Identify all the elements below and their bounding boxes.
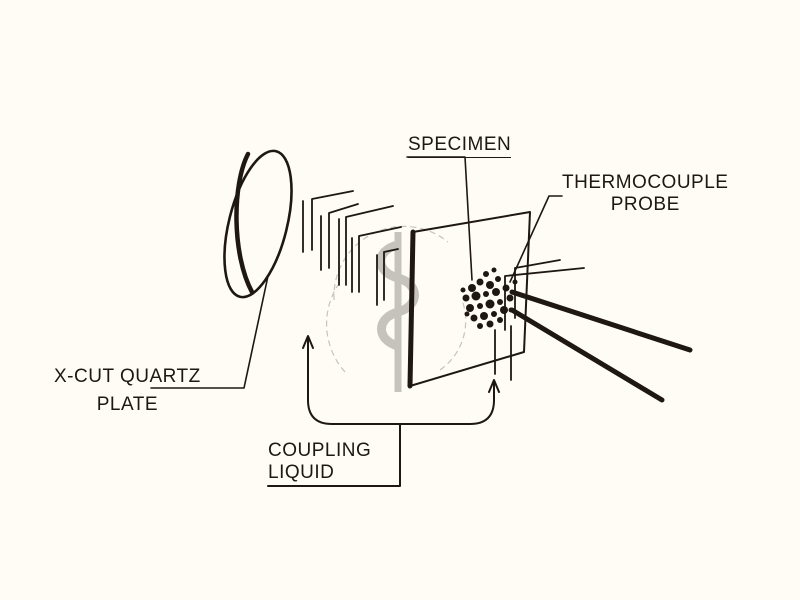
quartz-plate bbox=[223, 149, 293, 299]
specimen-plate-edge bbox=[407, 229, 416, 389]
label-quartz-line2: PLATE bbox=[96, 394, 159, 415]
bracket-5 bbox=[383, 248, 399, 301]
quartz-leader bbox=[150, 275, 269, 389]
label-thermocouple-line2: PROBE bbox=[610, 194, 680, 215]
label-coupling-liquid: COUPLING LIQUID bbox=[268, 440, 371, 484]
label-coupling-line1: COUPLING bbox=[268, 440, 372, 461]
watermark-seal bbox=[325, 225, 467, 392]
bracket-1 bbox=[311, 190, 354, 251]
specimen-sample bbox=[460, 267, 518, 329]
leader-lines bbox=[150, 156, 563, 389]
bracket-3 bbox=[345, 205, 394, 286]
label-coupling-line2: LIQUID bbox=[268, 462, 335, 483]
label-thermocouple-line1: THERMOCOUPLE bbox=[562, 172, 729, 193]
label-quartz-line1: X-CUT QUARTZ bbox=[54, 366, 201, 387]
rear-brackets bbox=[494, 259, 585, 381]
label-thermocouple: THERMOCOUPLE PROBE bbox=[562, 172, 728, 216]
label-quartz-plate: X-CUT QUARTZ PLATE bbox=[54, 366, 201, 416]
bracket-4 bbox=[358, 226, 402, 293]
thermocouple-probe bbox=[509, 289, 693, 403]
specimen-leader bbox=[406, 156, 473, 281]
bracket-2 bbox=[328, 203, 359, 269]
coupling-leader bbox=[267, 423, 401, 487]
coupling-liquid-arrow bbox=[267, 335, 500, 487]
quartz-plate-edge bbox=[234, 151, 255, 295]
electrode-brackets bbox=[302, 190, 402, 306]
label-specimen: SPECIMEN bbox=[408, 134, 512, 158]
thermocouple-leader bbox=[509, 195, 563, 283]
